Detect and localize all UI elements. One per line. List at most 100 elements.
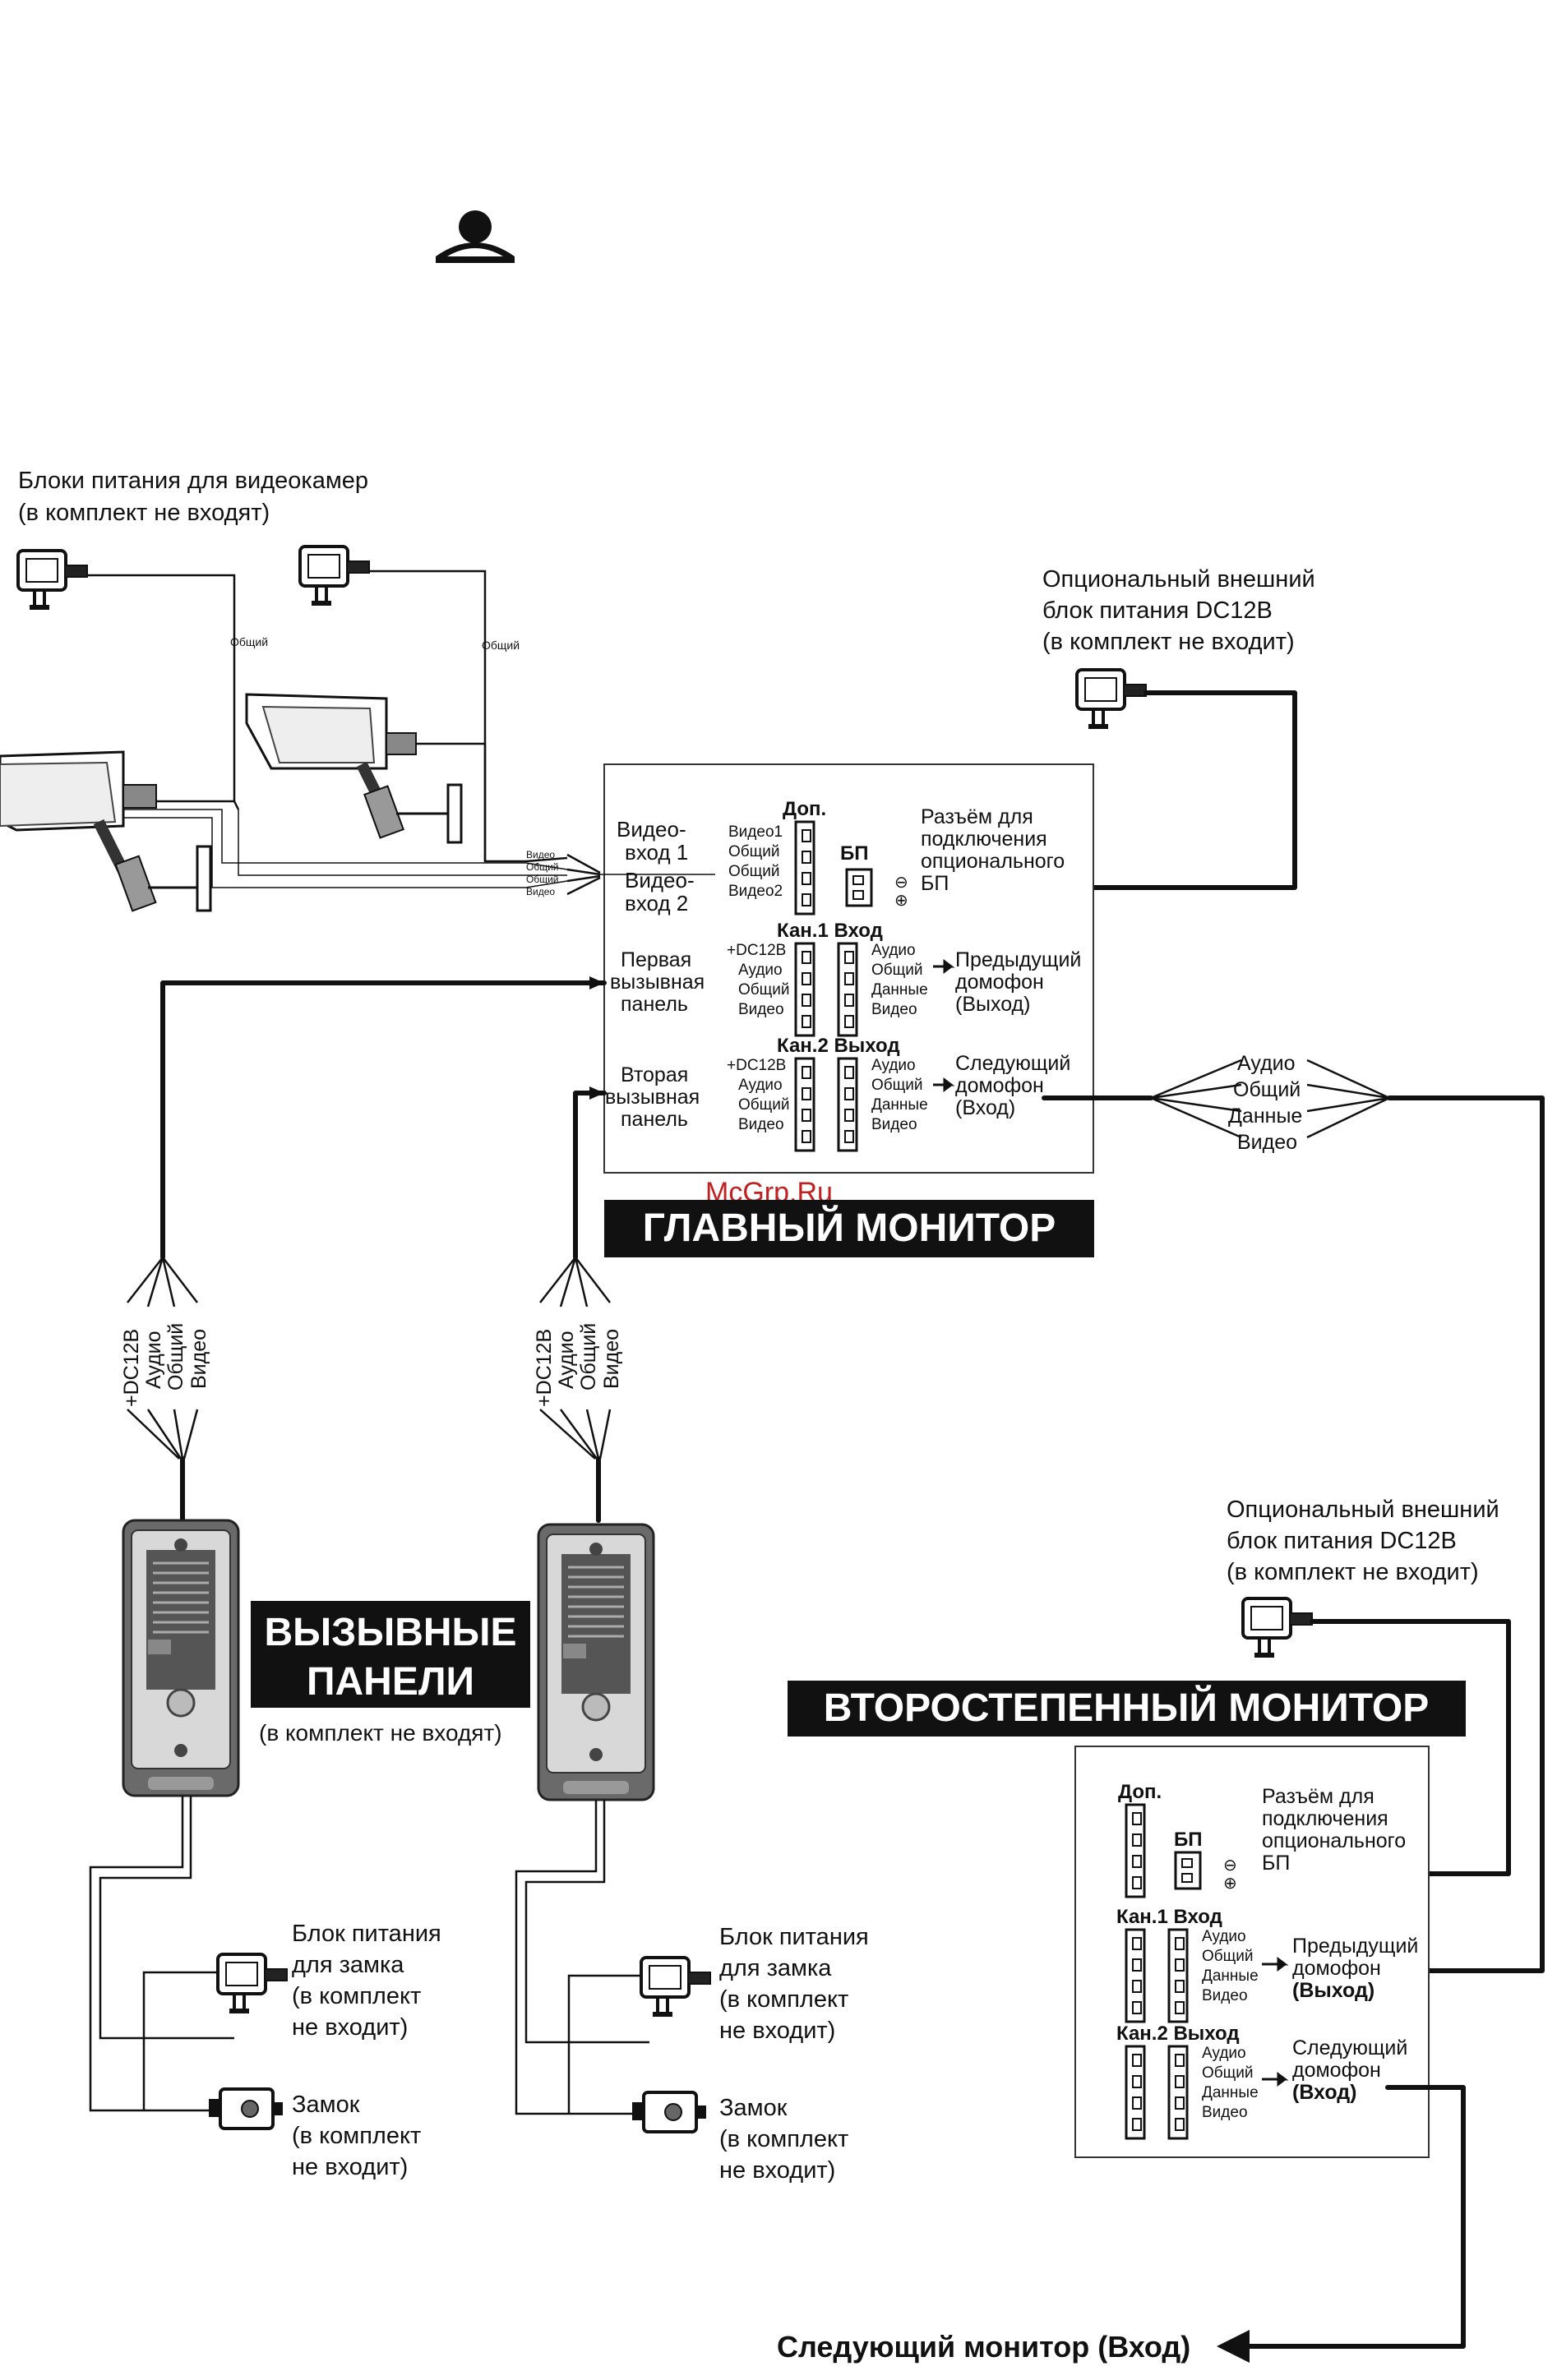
sec-ext-psu-label-1: Опциональный внешний <box>1227 1497 1499 1523</box>
lock-psu-2-label-2: для замка <box>719 1955 832 1981</box>
panel-1-lock-wires <box>89 1796 234 2112</box>
main-ch2-ic-pin-3: Данные <box>871 1096 928 1114</box>
second-panel-cable <box>573 1091 607 1260</box>
sec-ch2-pin-2: Общий <box>1202 2064 1254 2082</box>
sec-ch2-label: Кан.2 Выход <box>1116 2023 1240 2045</box>
user-silhouette-icon <box>436 210 515 263</box>
main-ch2-ic-pin-1: Аудио <box>871 1057 916 1074</box>
main-ch1-panel-pin-4: Видео <box>738 1001 784 1018</box>
lock-1-label-1: Замок <box>292 2092 360 2118</box>
lock-1-label-2: (в комплект <box>292 2123 421 2149</box>
arrow-right-icon <box>933 959 955 974</box>
video-in-1-label-b: вход 1 <box>625 840 688 865</box>
sec-prev-intercom-1: Предыдущий <box>1292 1935 1418 1958</box>
main-ext-psu-label-1: Опциональный внешний <box>1042 566 1315 593</box>
main-monitor-banner <box>604 1200 1094 1257</box>
link-label-data: Данные <box>1228 1105 1302 1128</box>
main-next-intercom-2: домофон <box>955 1074 1044 1097</box>
main-ch2-panel-pin-4: Видео <box>738 1116 784 1133</box>
second-panel-label-2: вызывная <box>605 1086 700 1109</box>
camera-psu-label-2: (в комплект не входят) <box>18 500 270 526</box>
first-panel-cable <box>160 980 607 1260</box>
lock-psu-2-wire <box>567 1974 641 2114</box>
camera-1-video-wire <box>123 809 568 870</box>
lock-psu-1-label-3: (в комплект <box>292 1983 421 2009</box>
main-dop-pin-3: Общий <box>728 863 780 880</box>
main-dop-label: Доп. <box>783 798 826 820</box>
main-dop-connector-icon <box>794 820 815 916</box>
sec-ch1-pin-3: Данные <box>1202 1967 1259 1985</box>
panel-1-wire-common: Общий <box>164 1323 187 1391</box>
main-bp-conn-2: подключения <box>921 828 1047 851</box>
sec-bp-label: БП <box>1174 1829 1203 1851</box>
video-in-2-label-a: Видео- <box>625 868 695 892</box>
panel-2-wire-audio: Аудио <box>555 1331 578 1389</box>
sec-ch1-right-connector-icon <box>1167 1928 1189 2023</box>
sec-bp-connector-icon: ⊖ ⊕ <box>1174 1851 1237 1893</box>
cctv-camera-1-icon <box>0 750 212 912</box>
main-ch2-panel-pin-3: Общий <box>738 1096 790 1114</box>
sec-ch1-left-connector-icon <box>1125 1928 1146 2023</box>
sec-ch1-label: Кан.1 Вход <box>1116 1906 1222 1928</box>
lock-2-icon <box>631 2091 708 2133</box>
main-bp-conn-1: Разъём для <box>921 805 1033 828</box>
call-panels-title-2: ПАНЕЛИ <box>307 1660 474 1704</box>
sec-bp-conn-2: подключения <box>1262 1807 1388 1830</box>
lock-psu-2-label-3: (в комплект <box>719 1986 848 2013</box>
panel-1-wire-video: Видео <box>187 1329 210 1389</box>
main-ch1-panel-pin-1: +DC12В <box>727 942 786 959</box>
main-bp-connector-icon: ⊖ ⊕ <box>845 868 908 910</box>
sec-dop-connector-icon <box>1125 1803 1146 1898</box>
link-label-audio: Аудио <box>1237 1052 1296 1075</box>
next-monitor-label: Следующий монитор (Вход) <box>777 2330 1190 2364</box>
main-prev-intercom-2: домофон <box>955 971 1044 994</box>
sec-ch2-pin-4: Видео <box>1202 2104 1248 2121</box>
lock-2-label-2: (в комплект <box>719 2126 848 2152</box>
lock-psu-1-label-2: для замка <box>292 1952 404 1978</box>
panel-2-fan-bottom <box>539 1409 612 1460</box>
sec-next-intercom-1: Следующий <box>1292 2036 1407 2059</box>
camera-2-wire-common: Общий <box>482 639 520 652</box>
main-bp-label: БП <box>840 842 869 865</box>
camera-1-psu-wire <box>87 574 236 801</box>
next-monitor-wire <box>1247 2085 1466 2349</box>
link-fan-right <box>1306 1059 1390 1139</box>
sec-next-intercom-2: домофон <box>1292 2059 1381 2082</box>
main-ch2-intercom-connector-icon <box>837 1057 858 1152</box>
sec-ch2-pin-3: Данные <box>1202 2084 1259 2101</box>
sec-ch1-pin-1: Аудио <box>1202 1928 1246 1945</box>
second-panel-label-1: Вторая <box>621 1063 688 1086</box>
secondary-monitor-banner <box>788 1681 1466 1737</box>
main-ch2-panel-connector-icon <box>794 1057 815 1152</box>
main-ch1-label: Кан.1 Вход <box>777 920 883 942</box>
panel-1-wire-dc12: +DC12В <box>120 1329 143 1407</box>
main-dop-pin-4: Видео2 <box>728 883 783 900</box>
link-to-secondary-wire <box>1387 1095 1545 1973</box>
arrow-left-icon <box>589 1086 604 1100</box>
main-ext-psu-wire <box>1074 690 1297 890</box>
main-bp-conn-4: БП <box>921 872 949 895</box>
main-ch2-ic-pin-2: Общий <box>871 1077 923 1094</box>
main-monitor-title: ГЛАВНЫЙ МОНИТОР <box>643 1205 1056 1250</box>
main-ch1-ic-pin-4: Видео <box>871 1001 917 1018</box>
lock-psu-1-label-1: Блок питания <box>292 1921 441 1947</box>
camera-psu-label-1: Блоки питания для видеокамер <box>18 468 368 494</box>
main-ch1-ic-pin-1: Аудио <box>871 942 916 959</box>
main-ch2-label: Кан.2 Выход <box>777 1035 900 1057</box>
call-panels-title-1: ВЫЗЫВНЫЕ <box>264 1611 516 1654</box>
main-ext-psu-icon <box>1075 668 1148 731</box>
call-panel-2-icon <box>537 1523 655 1801</box>
arrow-left-icon <box>1217 2330 1250 2363</box>
arrow-left-icon <box>589 976 604 989</box>
call-panels-subtitle: (в комплект не входят) <box>259 1720 502 1746</box>
lock-psu-1-wire <box>142 1971 218 2110</box>
video-in-1-label-a: Видео- <box>617 817 686 842</box>
second-panel-label-3: панель <box>621 1108 688 1131</box>
main-ch2-panel-pin-1: +DC12В <box>727 1057 786 1074</box>
lock-2-label-3: не входит) <box>719 2157 835 2184</box>
call-panel-1-icon <box>122 1519 240 1797</box>
link-label-common: Общий <box>1233 1078 1301 1101</box>
camera-2-common-wire <box>238 809 567 876</box>
camera-1-common2-wire <box>123 817 568 888</box>
main-ch1-ic-pin-2: Общий <box>871 962 923 979</box>
